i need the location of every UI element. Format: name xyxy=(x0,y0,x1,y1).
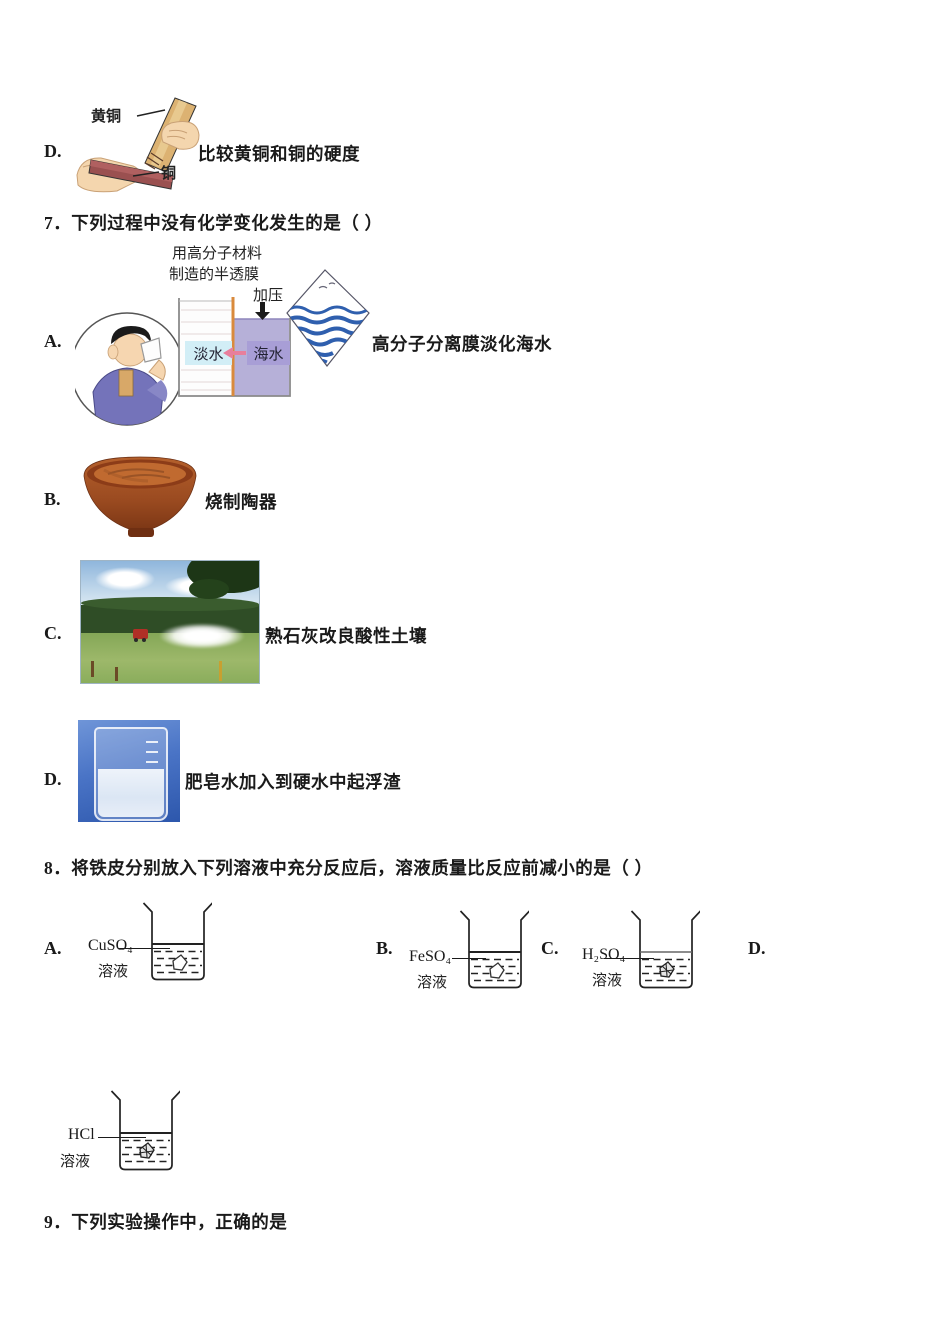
milky-liquid xyxy=(98,769,164,817)
beaker-outline xyxy=(459,910,529,989)
question-7: 7．下列过程中没有化学变化发生的是（ ） xyxy=(44,210,383,235)
cloud xyxy=(95,567,155,591)
lime-field-photo xyxy=(80,560,260,684)
overhanging-branch xyxy=(189,579,229,599)
question-7-text: 下列过程中没有化学变化发生的是（ ） xyxy=(71,213,383,233)
label-connector-line xyxy=(118,948,170,949)
reaction-bubbles xyxy=(138,1143,154,1158)
option-caption: 熟石灰改良酸性土壤 xyxy=(265,626,427,646)
beaker-outline xyxy=(630,910,700,989)
tractor xyxy=(133,629,148,642)
option-label: A. xyxy=(44,938,62,958)
fence-post xyxy=(115,667,118,681)
question-9-text: 下列实验操作中，正确的是 xyxy=(71,1212,288,1232)
beaker-diagram-h2so4 xyxy=(630,910,700,989)
beaker-diagram-hcl xyxy=(110,1090,180,1171)
option-label: C. xyxy=(44,623,62,643)
beaker-outline xyxy=(142,902,212,981)
soap-water-beaker-photo xyxy=(78,720,180,822)
question-7-number: 7． xyxy=(44,213,72,233)
solute-label: HCl xyxy=(68,1126,95,1143)
option-label: D. xyxy=(44,769,62,789)
membrane-note-line2: 制造的半透膜 xyxy=(169,266,260,283)
question-9-number: 9． xyxy=(44,1212,72,1232)
osmosis-arrow xyxy=(223,347,246,359)
copper-label-line xyxy=(132,171,160,177)
brass-label: 黄铜 xyxy=(91,108,122,125)
iron-piece xyxy=(172,954,188,971)
iron-piece xyxy=(489,962,505,979)
bowl-inside xyxy=(94,462,186,486)
label-connector-line xyxy=(604,958,654,959)
question-8-text: 将铁皮分别放入下列溶液中充分反应后，溶液质量比反应前减小的是（ ） xyxy=(71,858,653,878)
membrane-note-line1: 用高分子材料 xyxy=(172,245,263,262)
glass-beaker xyxy=(94,727,168,821)
fence-post xyxy=(91,661,94,677)
brass-label-line xyxy=(136,109,166,117)
question-8-number: 8． xyxy=(44,858,72,878)
option-label: C. xyxy=(541,938,559,958)
lime-dust-cloud xyxy=(159,623,245,649)
solute-label: FeSO₄ xyxy=(409,948,452,965)
option-label: A. xyxy=(44,331,62,351)
scratch-marks xyxy=(144,152,164,170)
question-9: 9．下列实验操作中，正确的是 xyxy=(44,1209,287,1234)
pressure-label: 加压 xyxy=(253,287,284,304)
solvent-label: 溶液 xyxy=(60,1153,91,1170)
option-caption: 肥皂水加入到硬水中起浮渣 xyxy=(185,772,401,792)
solvent-label: 溶液 xyxy=(592,972,623,989)
hardness-test-illustration xyxy=(76,97,200,193)
desalination-illustration xyxy=(75,269,370,426)
option-caption: 烧制陶器 xyxy=(205,492,277,512)
beaker-outline xyxy=(110,1090,180,1171)
bowl-foot xyxy=(128,528,154,537)
beaker-diagram-feso4 xyxy=(459,910,529,989)
solvent-label: 溶液 xyxy=(98,963,129,980)
label-connector-line xyxy=(98,1137,146,1138)
option-caption: 高分子分离膜淡化海水 xyxy=(372,334,552,354)
solute-label: CuSO₄ xyxy=(88,937,133,954)
solute-label: H₂SO₄ xyxy=(582,946,626,963)
hardness-test-figure: 黄铜 铜 xyxy=(75,97,203,193)
fresh-water-label: 淡水 xyxy=(193,345,224,363)
sea-water-label: 海水 xyxy=(253,345,284,363)
option-caption: 比较黄铜和铜的硬度 xyxy=(198,144,360,164)
desalination-figure: 用高分子材料 制造的半透膜 加压 淡水 海水 xyxy=(75,240,375,435)
hand-upper xyxy=(161,121,200,150)
fence-post xyxy=(219,661,222,681)
option-label: B. xyxy=(44,489,61,509)
option-label: B. xyxy=(376,938,393,958)
copper-label: 铜 xyxy=(161,165,177,182)
option-label: D. xyxy=(748,938,766,958)
option-label: D. xyxy=(44,141,62,161)
question-8: 8．将铁皮分别放入下列溶液中充分反应后，溶液质量比反应前减小的是（ ） xyxy=(44,855,653,880)
pottery-bowl-image xyxy=(83,456,197,537)
pressure-arrow xyxy=(255,302,270,320)
beaker-diagram-cuso4 xyxy=(142,902,212,981)
solvent-label: 溶液 xyxy=(417,974,448,991)
drinking-person xyxy=(92,326,168,425)
reaction-bubbles xyxy=(658,962,674,977)
sea-water-box xyxy=(247,341,290,365)
